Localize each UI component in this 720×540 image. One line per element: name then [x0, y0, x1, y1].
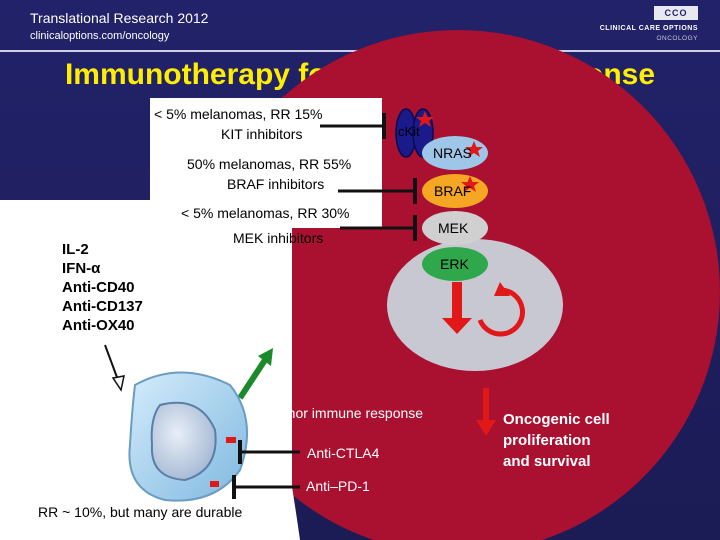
green-arrow-head — [258, 348, 273, 366]
drug-arrow-head — [111, 375, 125, 392]
green-arrow-shaft — [237, 358, 268, 400]
erk-node — [422, 247, 488, 281]
pd1-receptor — [210, 481, 219, 487]
braf-label: BRAF — [434, 183, 472, 199]
drug-item: Anti-CD137 — [62, 298, 143, 315]
mek-inhibitor-label: MEK inhibitors — [233, 230, 324, 246]
drug-item: IL-2 — [62, 241, 89, 258]
braf-stat-label: 50% melanomas, RR 55% — [187, 156, 352, 172]
oncogenic-arrow — [476, 388, 496, 436]
ckit-mutation-star — [416, 111, 434, 127]
erk-label: ERK — [440, 256, 469, 272]
pd1-label: Anti–PD-1 — [306, 478, 370, 494]
ctla4-receptor — [226, 437, 236, 443]
footnote: RR ~ 10%, but many are durable — [38, 504, 243, 520]
t-cell-nucleus — [150, 401, 217, 482]
mek-label: MEK — [438, 220, 469, 236]
braf-inhibitor-label: BRAF inhibitors — [227, 176, 325, 192]
header-url: clinicaloptions.com/oncology — [30, 30, 170, 42]
drug-arrow-shaft — [104, 344, 119, 381]
cco-logo: CCO CLINICAL CARE OPTIONS ONCOLOGY — [592, 6, 712, 46]
mek-node — [422, 211, 488, 245]
ctla4-label: Anti-CTLA4 — [307, 445, 380, 461]
header-title: Translational Research 2012 — [30, 10, 209, 26]
mek-stat-label: < 5% melanomas, RR 30% — [181, 205, 350, 221]
drug-item: IFN-α — [62, 260, 101, 277]
immunotherapy-list: IL-2 IFN-α Anti-CD40 Anti-CD137 Anti-OX4… — [62, 240, 143, 335]
nras-mutation-star — [465, 141, 483, 157]
drug-item: Anti-OX40 — [62, 317, 135, 334]
kit-inhibitor-label: KIT inhibitors — [221, 126, 303, 142]
antitumor-label: Antitumor immune response — [248, 405, 424, 421]
kit-stat-label: < 5% melanomas, RR 15% — [154, 106, 323, 122]
nras-node — [422, 136, 488, 170]
logo-box: CCO — [654, 6, 698, 20]
braf-mutation-star — [461, 176, 479, 192]
nras-label: NRAS — [433, 145, 472, 161]
erk-nucleus-arrow — [442, 282, 472, 334]
ckit-label: cKit — [398, 124, 420, 139]
cycle-arrow — [477, 287, 525, 337]
logo-main-text: CLINICAL CARE OPTIONS — [599, 25, 698, 32]
logo-sub-text: ONCOLOGY — [656, 35, 698, 42]
drug-item: Anti-CD40 — [62, 279, 135, 296]
oncogenic-label: Oncogenic cell proliferation and surviva… — [503, 411, 610, 470]
